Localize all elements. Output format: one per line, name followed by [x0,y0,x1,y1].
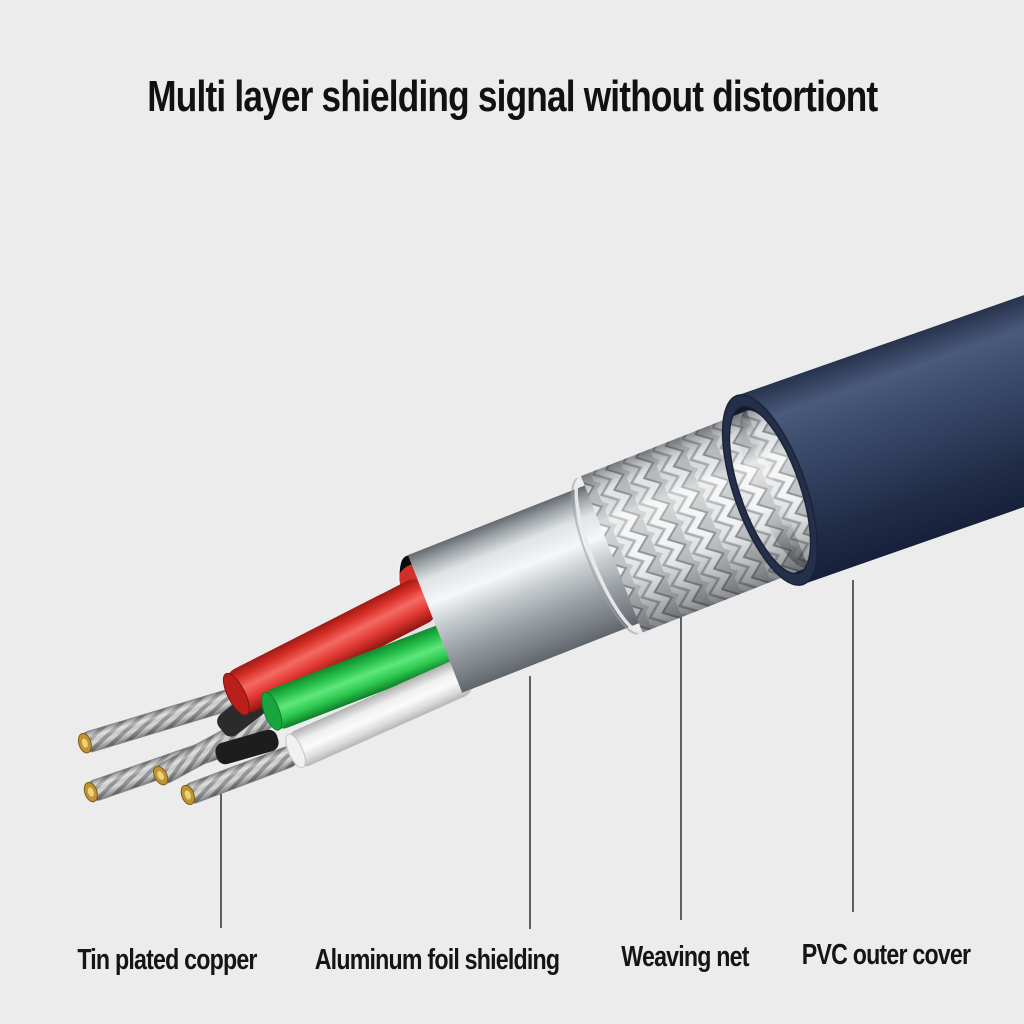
white-wire [285,660,473,769]
inner-shield-assembly [407,410,816,693]
white-wire-cut-face [285,733,306,769]
green-wire-cut-face [261,691,283,731]
red-wire [222,579,437,716]
copper-strand-4 [180,746,298,806]
pvc-jacket-cut-face [721,394,819,586]
leader-lines [220,580,854,929]
weaving-net-braid [571,410,816,635]
label-aluminum-foil-shielding: Aluminum foil shielding [314,944,560,976]
green-wire [261,622,467,731]
page-title: Multi layer shielding signal without dis… [146,72,878,121]
label-weaving-net: Weaving net [621,941,749,973]
label-pvc-outer-cover: PVC outer cover [801,939,971,971]
label-tin-plated-copper: Tin plated copper [77,944,257,976]
red-wire-cut-face [222,672,250,716]
